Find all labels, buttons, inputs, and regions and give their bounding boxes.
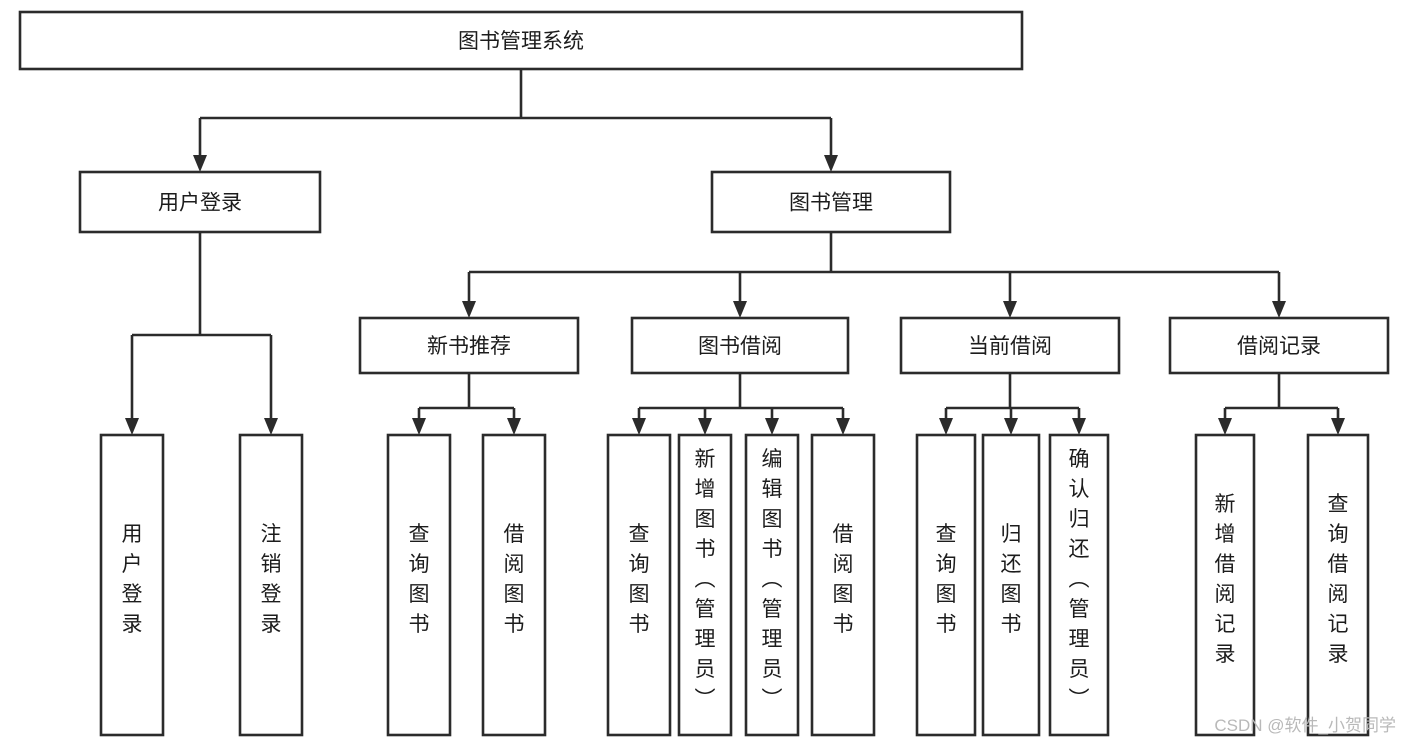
arrow-head-icon <box>1218 418 1232 435</box>
node-label-borrow-book-do: 借阅图书 <box>833 523 854 636</box>
node-add-borrow-record[interactable]: 新增借阅记录 <box>1194 433 1256 737</box>
node-box-query-book-borrow <box>606 433 672 737</box>
node-label-book-borrow: 图书借阅 <box>698 335 782 358</box>
arrow-head-icon <box>462 301 476 318</box>
node-box-borrow-book-do <box>810 433 876 737</box>
node-label-root: 图书管理系统 <box>458 30 584 53</box>
node-return-book[interactable]: 归还图书 <box>981 433 1041 737</box>
arrow-head-icon <box>1004 418 1018 435</box>
node-box-current-borrow <box>899 316 1121 375</box>
node-user-login[interactable]: 用户登录 <box>78 170 322 234</box>
node-label-confirm-return-admin: 确认归还︵管理员︶ <box>1069 448 1090 711</box>
node-user-logout[interactable]: 注销登录 <box>238 433 304 737</box>
node-borrow-records[interactable]: 借阅记录 <box>1168 316 1390 375</box>
node-book-management[interactable]: 图书管理 <box>710 170 952 234</box>
node-box-book-management <box>710 170 952 234</box>
arrow-head-icon <box>264 418 278 435</box>
arrow-head-icon <box>824 155 838 172</box>
node-box-query-borrow-record <box>1306 433 1370 737</box>
node-label-new-book-recommend: 新书推荐 <box>427 335 511 358</box>
arrow-head-icon <box>1331 418 1345 435</box>
node-root[interactable]: 图书管理系统 <box>18 10 1024 71</box>
node-box-root <box>18 10 1024 71</box>
arrow-head-icon <box>193 155 207 172</box>
node-label-add-borrow-record: 新增借阅记录 <box>1215 493 1236 666</box>
node-label-borrow-records: 借阅记录 <box>1237 335 1321 358</box>
node-label-query-book-recommend: 查询图书 <box>409 523 430 636</box>
node-confirm-return-admin[interactable]: 确认归还︵管理员︶ <box>1048 433 1110 737</box>
node-box-return-book <box>981 433 1041 737</box>
node-label-return-book: 归还图书 <box>1001 523 1022 636</box>
node-edit-book-admin[interactable]: 编辑图书︵管理员︶ <box>744 433 800 737</box>
node-label-add-book-admin: 新增图书︵管理员︶ <box>695 448 716 711</box>
arrow-head-icon <box>1072 418 1086 435</box>
arrow-head-icon <box>1003 301 1017 318</box>
node-box-add-borrow-record <box>1194 433 1256 737</box>
arrow-head-icon <box>1272 301 1286 318</box>
node-box-book-borrow <box>630 316 850 375</box>
arrow-head-icon <box>939 418 953 435</box>
arrow-head-icon <box>412 418 426 435</box>
node-label-user-login-do: 用户登录 <box>122 523 143 636</box>
node-book-borrow[interactable]: 图书借阅 <box>630 316 850 375</box>
connector-layer <box>125 69 1345 435</box>
node-add-book-admin[interactable]: 新增图书︵管理员︶ <box>677 433 733 737</box>
node-box-query-book-current <box>915 433 977 737</box>
arrow-head-icon <box>125 418 139 435</box>
node-box-query-book-recommend <box>386 433 452 737</box>
node-box-user-login <box>78 170 322 234</box>
node-box-user-login-do <box>99 433 165 737</box>
node-label-current-borrow: 当前借阅 <box>968 335 1052 358</box>
node-box-edit-book-admin <box>744 433 800 737</box>
node-label-book-management: 图书管理 <box>789 192 873 215</box>
arrow-head-icon <box>765 418 779 435</box>
node-box-borrow-book-recommend <box>481 433 547 737</box>
node-borrow-book-recommend[interactable]: 借阅图书 <box>481 433 547 737</box>
node-user-login-do[interactable]: 用户登录 <box>99 433 165 737</box>
node-layer: 图书管理系统用户登录用户登录注销登录图书管理新书推荐查询图书借阅图书图书借阅查询… <box>18 10 1390 737</box>
node-current-borrow[interactable]: 当前借阅 <box>899 316 1121 375</box>
node-query-book-borrow[interactable]: 查询图书 <box>606 433 672 737</box>
node-query-book-recommend[interactable]: 查询图书 <box>386 433 452 737</box>
node-query-borrow-record[interactable]: 查询借阅记录 <box>1306 433 1370 737</box>
node-label-edit-book-admin: 编辑图书︵管理员︶ <box>762 448 783 711</box>
node-label-user-logout: 注销登录 <box>261 523 282 636</box>
node-label-query-book-current: 查询图书 <box>936 523 957 636</box>
arrow-head-icon <box>733 301 747 318</box>
node-box-new-book-recommend <box>358 316 580 375</box>
arrow-head-icon <box>632 418 646 435</box>
node-box-add-book-admin <box>677 433 733 737</box>
arrow-head-icon <box>836 418 850 435</box>
node-box-user-logout <box>238 433 304 737</box>
csdn-watermark: CSDN @软件_小贺同学 <box>1214 716 1396 735</box>
node-label-borrow-book-recommend: 借阅图书 <box>504 523 525 636</box>
node-label-query-borrow-record: 查询借阅记录 <box>1328 493 1349 666</box>
node-box-borrow-records <box>1168 316 1390 375</box>
arrow-head-icon <box>507 418 521 435</box>
node-box-confirm-return-admin <box>1048 433 1110 737</box>
arrow-head-icon <box>698 418 712 435</box>
node-label-query-book-borrow: 查询图书 <box>629 523 650 636</box>
node-borrow-book-do[interactable]: 借阅图书 <box>810 433 876 737</box>
node-query-book-current[interactable]: 查询图书 <box>915 433 977 737</box>
node-label-user-login: 用户登录 <box>158 192 242 215</box>
node-new-book-recommend[interactable]: 新书推荐 <box>358 316 580 375</box>
